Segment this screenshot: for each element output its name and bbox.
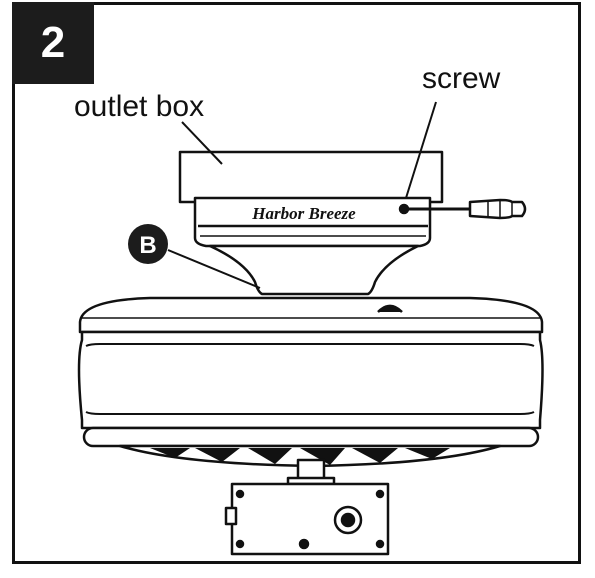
- outlet-box: [180, 152, 442, 202]
- canopy-collar: [210, 246, 418, 294]
- outlet-box-label: outlet box: [74, 90, 204, 124]
- callout-marker-b: B: [128, 224, 168, 264]
- marker-letter: B: [139, 232, 156, 259]
- screw: [400, 205, 408, 213]
- screw-label: screw: [422, 62, 500, 96]
- step-number-badge: 2: [12, 2, 94, 84]
- switch-housing: [232, 484, 388, 554]
- motor-bottom-ring: [84, 428, 538, 446]
- brand-label: Harbor Breeze: [251, 204, 356, 223]
- motor-housing-top: [80, 298, 542, 332]
